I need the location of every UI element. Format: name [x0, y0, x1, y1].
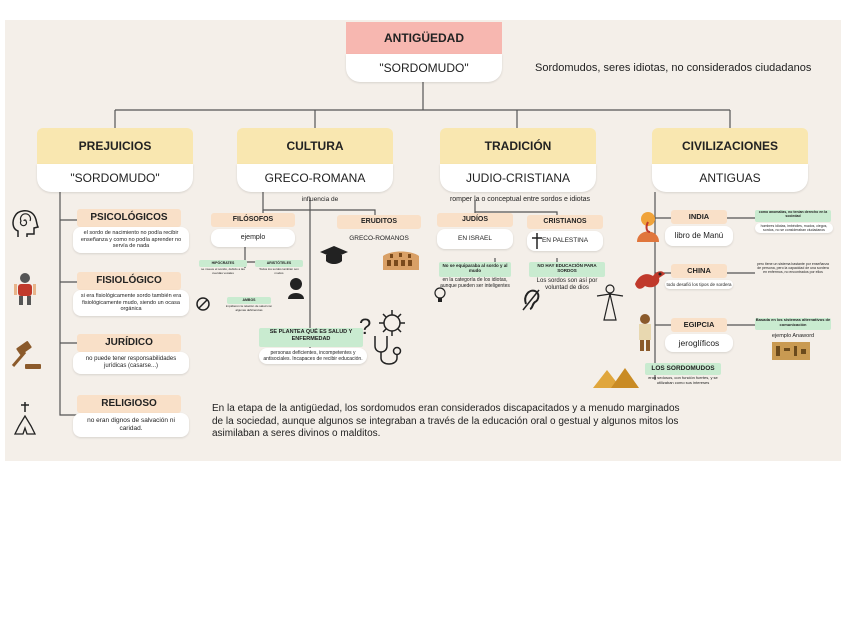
ambos-label: AMBOS — [227, 297, 271, 304]
india-detail: hombres idiotas, imbéciles, mudos, ciego… — [755, 223, 833, 234]
eruditos-label: ERUDITOS — [337, 215, 421, 229]
psicologicos-label: PSICOLÓGICOS — [77, 209, 181, 227]
cultura-subtitle: GRECO-ROMANA — [237, 164, 393, 192]
eruditos-text: GRECO-ROMANOS — [349, 235, 409, 242]
prejuicios-title: PREJUICIOS — [37, 128, 193, 164]
tradicion-title: TRADICIÓN — [440, 128, 596, 164]
fisiologico-text: si era fisiológicamente sordo también er… — [73, 290, 189, 316]
religioso-label: RELIGIOSO — [77, 395, 181, 413]
sordomudos-label: LOS SORDOMUDOS — [645, 363, 721, 375]
top-note: Sordomudos, seres idiotas, no considerad… — [535, 62, 812, 74]
egipcia-label: EGIPCIA — [671, 318, 727, 332]
fisiologico-label: FISIOLÓGICO — [77, 272, 181, 290]
top-title: ANTIGÜEDAD — [346, 22, 502, 54]
tradicion-note: romper la o conceptual entre sordos e id… — [449, 196, 591, 203]
cultura-title: CULTURA — [237, 128, 393, 164]
no-sign-icon — [195, 296, 211, 316]
gavel-icon — [9, 340, 43, 376]
cristianos-label: CRISTIANOS — [527, 215, 603, 229]
civilizaciones-title: CIVILIZACIONES — [652, 128, 808, 164]
ambos-text: impidieron la relación de salud con algu… — [225, 304, 273, 312]
india-text: libro de Manú — [665, 226, 733, 246]
concept-map-canvas: ANTIGÜEDAD "SORDOMUDO" Sordomudos, seres… — [5, 20, 841, 461]
salud-text: personas deficientes, incompetentes y an… — [259, 348, 367, 364]
filosofos-label: FILÓSOFOS — [211, 213, 295, 227]
pyramids-icon — [591, 364, 639, 394]
question-icon: ? — [359, 314, 372, 339]
ganesha-icon — [633, 210, 663, 248]
filosofos-text: ejemplo — [211, 229, 295, 247]
anatomy-icon — [11, 272, 39, 310]
cristianos-detail: Los sordos son así por voluntad de dios — [536, 278, 598, 292]
colosseum-icon — [381, 246, 421, 276]
cross-icon — [531, 232, 543, 254]
head-spiral-icon — [10, 207, 40, 243]
tradicion-subtitle: JUDIO-CRISTIANA — [440, 164, 596, 192]
jesus-icon — [595, 282, 625, 326]
praying-hands-icon — [11, 400, 39, 442]
juridico-text: no puede tener responsabilidades jurídic… — [73, 352, 189, 375]
hieroglyph-icon — [772, 342, 810, 364]
bust-icon — [286, 277, 306, 303]
india-green: como anomalías, no tenían derecho en la … — [755, 210, 831, 222]
lightbulb-icon — [432, 286, 448, 308]
salud-label: SE PLANTEA QUÉ ES SALUD Y ENFERMEDAD — [259, 328, 363, 347]
sordomudos-text: eran sedosos, con función fuertes, y se … — [648, 375, 718, 385]
virus-icon — [377, 308, 407, 342]
civilizaciones-subtitle: ANTIGUAS — [652, 164, 808, 192]
influence-note: influencia de — [301, 196, 339, 203]
china-detail: pero tiene un sistema bastante por enseñ… — [757, 262, 829, 275]
psicologicos-text: el sordo de nacimiento no podía recibir … — [73, 227, 189, 253]
religioso-text: no eran dignos de salvación ni caridad. — [73, 413, 189, 437]
judios-text: EN ISRAEL — [437, 229, 513, 249]
conclusion-text: En la etapa de la antigüedad, los sordom… — [212, 403, 680, 439]
hipocrates-text: se mueve el sonido, debido a las cuerdas… — [201, 267, 245, 275]
pharaoh-icon — [633, 312, 657, 356]
china-label: CHINA — [671, 264, 727, 278]
hipocrates-label: HIPÓCRATES — [199, 260, 247, 267]
egipcia-text: jeroglíficos — [665, 334, 733, 352]
cristianos-text: EN PALESTINA — [527, 231, 603, 251]
stethoscope-icon — [369, 334, 405, 372]
aristoteles-text: Todos los sordos también son mudos — [259, 267, 299, 275]
egipcia-green: Basada en los sistemas alternativos de c… — [755, 317, 831, 330]
india-label: INDIA — [671, 210, 727, 224]
cristianos-green: NO HAY EDUCACIÓN PARA SORDOS — [529, 262, 605, 277]
graduation-cap-icon — [319, 244, 349, 270]
judios-detail: en la categoría de los idiotas, aunque p… — [440, 277, 510, 289]
china-text: todo desafió los tipos de sordera — [665, 280, 733, 290]
dragon-icon — [633, 264, 667, 296]
egipcia-detail: ejemplo Anaword — [771, 333, 815, 339]
aristoteles-label: ARISTÓTELES — [255, 260, 303, 267]
ear-icon — [521, 288, 541, 316]
judios-label: JUDÍOS — [437, 213, 513, 227]
juridico-label: JURÍDICO — [77, 334, 181, 352]
top-subtitle: "SORDOMUDO" — [346, 54, 502, 82]
prejuicios-subtitle: "SORDOMUDO" — [37, 164, 193, 192]
judios-green: No se equiparaba al sordo y al mudo — [439, 262, 511, 277]
